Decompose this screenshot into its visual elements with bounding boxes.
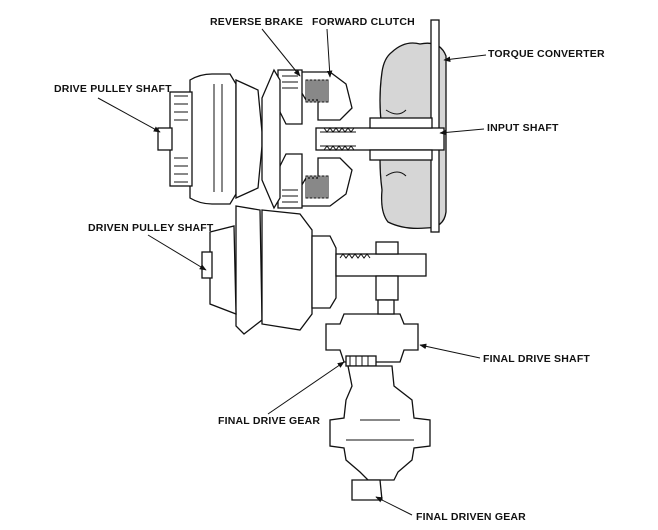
leader-lines [97, 28, 487, 516]
label-forward-clutch: FORWARD CLUTCH [312, 16, 415, 28]
clutch-plates-upper [305, 79, 329, 103]
label-drive-pulley-shaft: DRIVE PULLEY SHAFT [54, 83, 172, 95]
leader-input-shaft [439, 128, 485, 136]
leader-forward-clutch [326, 28, 333, 78]
leader-drive-pulley-shaft [97, 97, 161, 133]
drive-pulley [157, 68, 281, 210]
label-final-driven-gear: FINAL DRIVEN GEAR [416, 511, 526, 523]
leader-final-driven-gear [375, 496, 413, 516]
leader-final-drive-shaft [419, 343, 481, 359]
label-final-drive-shaft: FINAL DRIVE SHAFT [483, 353, 591, 365]
final-drive-shaft [325, 299, 419, 363]
label-reverse-brake: REVERSE BRAKE [210, 16, 304, 28]
input-shaft [315, 117, 445, 161]
leader-driven-pulley-shaft [147, 234, 207, 271]
label-final-drive-gear: FINAL DRIVE GEAR [218, 415, 321, 427]
leader-reverse-brake [261, 28, 301, 77]
label-input-shaft: INPUT SHAFT [487, 122, 559, 134]
label-driven-pulley-shaft: DRIVEN PULLEY SHAFT [88, 222, 214, 234]
driven-pulley [201, 205, 427, 335]
clutch-plates-lower [305, 175, 329, 199]
leader-final-drive-gear [267, 361, 345, 415]
label-torque-converter: TORQUE CONVERTER [488, 48, 605, 60]
forward-clutch [299, 71, 353, 207]
reverse-brake [277, 69, 303, 209]
final-drive-gear [345, 355, 377, 367]
leader-torque-converter [443, 54, 487, 63]
final-driven-gear-assembly [329, 365, 431, 501]
